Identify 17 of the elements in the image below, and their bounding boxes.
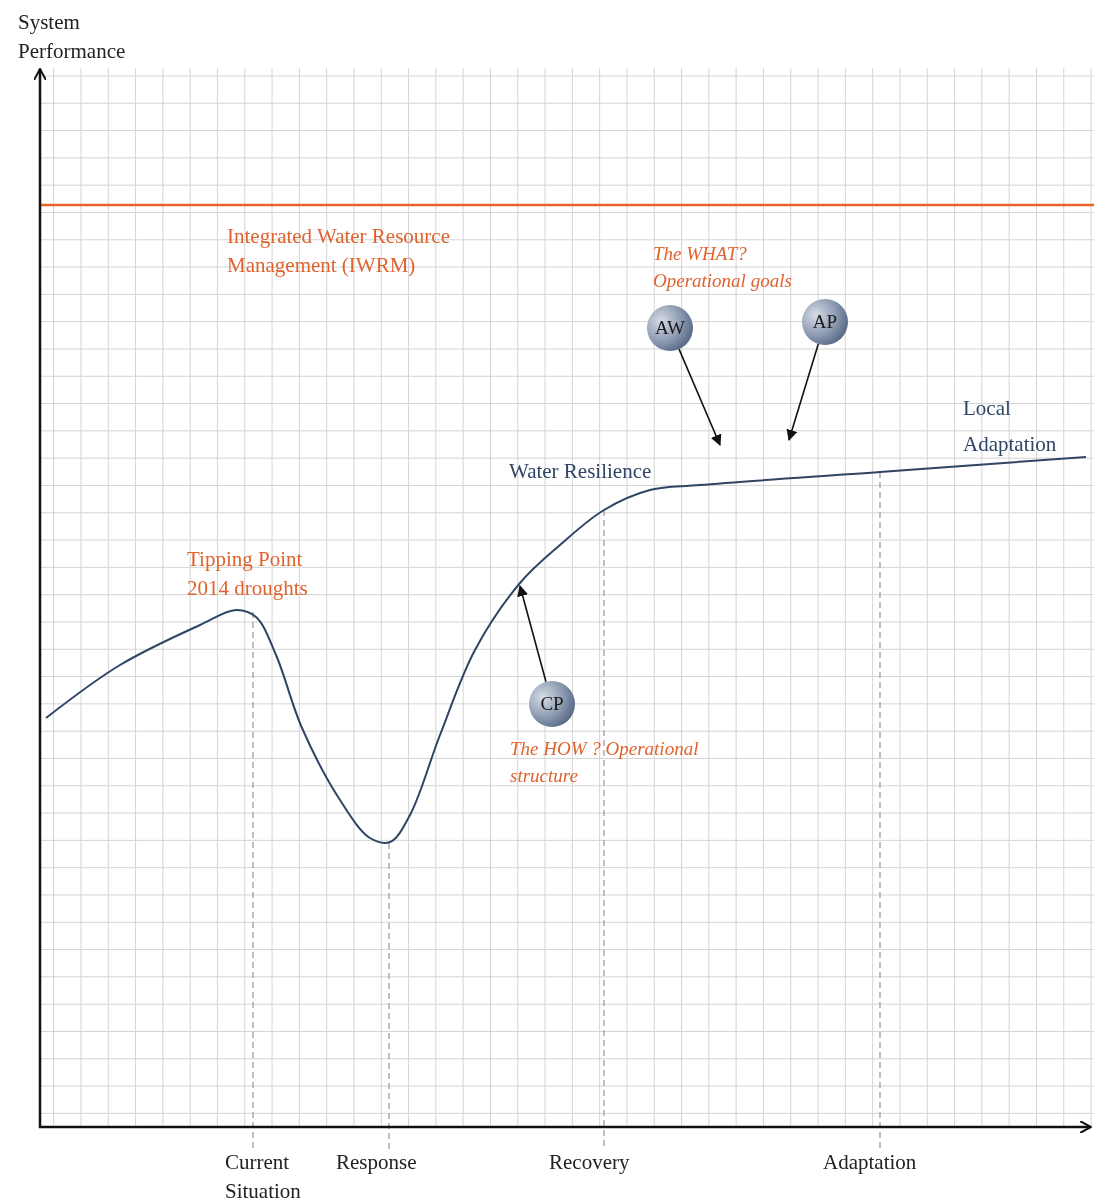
axis-tick-label: Response: [336, 1149, 418, 1176]
arrow: [678, 348, 722, 447]
axis-title: System Performance: [18, 9, 127, 65]
axis-tick-label: Adaptation: [823, 1149, 918, 1176]
axis-tick-label: Current Situation: [225, 1149, 302, 1204]
event-label: Tipping Point 2014 droughts: [187, 546, 309, 602]
arrow: [786, 343, 820, 442]
zone-label: Integrated Water Resource Management (IWRM): [227, 223, 451, 279]
curve-label: Water Resilience: [509, 458, 653, 485]
annotation-text: The WHAT? Operational goals: [653, 242, 793, 293]
marker-circle: AW: [647, 305, 693, 351]
arrow: [517, 584, 547, 683]
annotation-text: The HOW ? Operational structure: [510, 737, 700, 788]
marker-circle: CP: [529, 681, 575, 727]
phase-label: Local Adaptation: [963, 395, 1058, 458]
axis-tick-label: Recovery: [549, 1149, 631, 1176]
marker-circle: AP: [802, 299, 848, 345]
